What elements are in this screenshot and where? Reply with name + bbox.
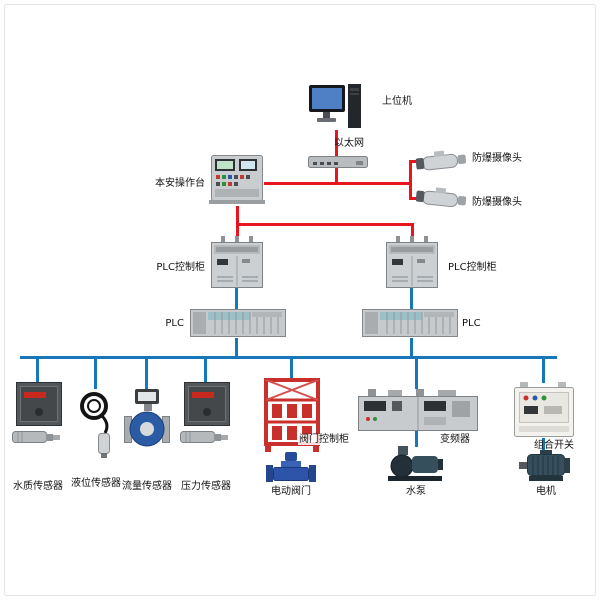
camera-bottom-icon [414, 185, 468, 217]
red-line-console-down [236, 206, 239, 226]
blue-drop-vfd [415, 357, 418, 389]
vfd-label: 变频器 [440, 434, 470, 445]
blue-line-rightplc-to-bus [410, 338, 413, 358]
blue-drop-combo-switch [542, 357, 545, 383]
plc-left-icon [190, 306, 286, 344]
red-line-host-to-switch [335, 130, 338, 156]
red-line-switch-down [335, 168, 338, 185]
red-line-camera-stub-bot [409, 197, 418, 200]
image-border [4, 4, 596, 596]
plc-cabinet-left-icon [209, 236, 265, 293]
plc-right-label: PLC [462, 318, 481, 329]
valve-cabinet-icon [262, 378, 322, 456]
host-computer-icon [308, 82, 364, 136]
blue-drop-valve-cabinet [290, 357, 293, 379]
console-icon [208, 148, 266, 210]
blue-line-leftplc-to-bus [235, 338, 238, 358]
blue-drop-pressure [204, 357, 207, 383]
water-quality-sensor-icon [12, 382, 64, 450]
combo-switch-icon [512, 382, 576, 442]
pressure-sensor-icon [180, 382, 232, 450]
blue-drop-flow [145, 357, 148, 389]
blue-bus-line [20, 356, 557, 359]
plc-right-icon [362, 306, 458, 344]
flow-label: 流量传感器 [122, 481, 172, 492]
blue-drop-water-quality [36, 357, 39, 383]
camera-bottom-label: 防爆摄像头 [472, 197, 522, 208]
camera-top-icon [414, 148, 468, 180]
pump-label: 水泵 [406, 486, 426, 497]
electric-valve-icon [266, 452, 316, 488]
red-line-horizontal-lower [236, 223, 414, 226]
plc-cabinet-left-label: PLC控制柜 [156, 262, 205, 273]
plc-cabinet-right-label: PLC控制柜 [448, 262, 497, 273]
red-line-camera-trunk [409, 160, 412, 200]
blue-line-combo-to-motor [542, 438, 545, 451]
valve-cabinet-label: 阀门控制柜 [298, 434, 350, 445]
red-line-to-left-cabinet [236, 226, 239, 236]
pressure-label: 压力传感器 [181, 481, 231, 492]
ethernet-label: 以太网 [334, 138, 364, 149]
level-sensor-icon [74, 390, 118, 464]
camera-top-label: 防爆摄像头 [472, 153, 522, 164]
combo-switch-label: 组合开关 [534, 440, 574, 451]
blue-line-rightcab-to-plc [410, 288, 413, 310]
red-line-horizontal-upper [264, 182, 412, 185]
plc-left-label: PLC [165, 318, 184, 329]
blue-drop-level [94, 357, 97, 389]
water-quality-label: 水质传感器 [13, 481, 63, 492]
red-line-camera-stub-top [409, 160, 418, 163]
console-label: 本安操作台 [155, 178, 205, 189]
vfd-icon [358, 389, 478, 435]
red-line-to-right-cabinet [411, 226, 414, 236]
electric-valve-label: 电动阀门 [271, 486, 311, 497]
motor-label: 电机 [536, 486, 556, 497]
ethernet-switch-icon [308, 154, 368, 173]
plc-cabinet-right-icon [384, 236, 440, 293]
motor-icon [518, 450, 572, 488]
level-label: 液位传感器 [71, 478, 121, 489]
host-label: 上位机 [382, 96, 412, 107]
blue-line-vfd-to-pump [415, 430, 418, 447]
pump-icon [386, 446, 446, 486]
flow-sensor-icon [124, 389, 170, 457]
blue-line-leftcab-to-plc [235, 288, 238, 310]
